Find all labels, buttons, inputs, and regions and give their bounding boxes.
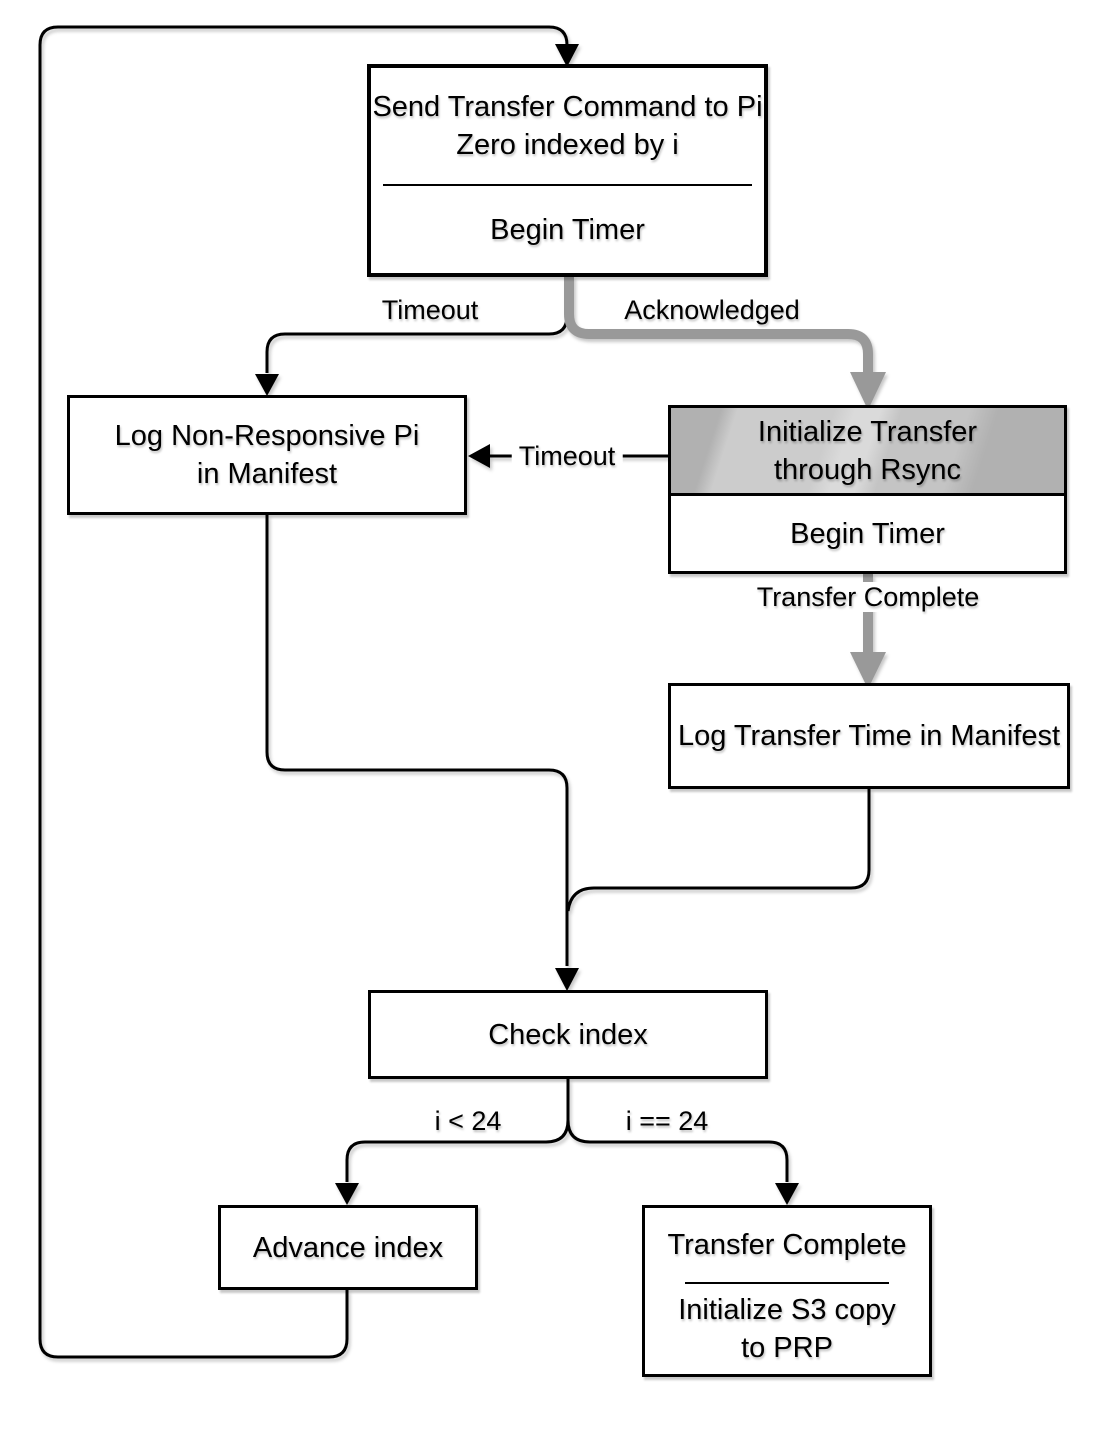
- edge-label-acknowledged: Acknowledged: [624, 295, 800, 325]
- node-advance-index: Advance index: [218, 1205, 478, 1290]
- edge-label-timeout-branch: Timeout: [381, 295, 479, 325]
- node-transfer-complete-title: Transfer Complete: [667, 1229, 907, 1261]
- node-transfer-complete-subtitle: Initialize S3 copy to PRP: [678, 1294, 896, 1364]
- node-log-transfer-time-title: Log Transfer Time in Manifest: [678, 720, 1060, 752]
- node-advance-index-title: Advance index: [252, 1231, 444, 1264]
- node-initialize-transfer-subtitle: Begin Timer: [790, 517, 945, 550]
- node-send-transfer-command-divider: [383, 184, 752, 186]
- edge-timeout-branch: [265, 280, 569, 373]
- node-check-index: Check index: [368, 990, 768, 1079]
- node-initialize-transfer: Initialize Transfer through Rsync Begin …: [668, 405, 1067, 574]
- edge-logtime-to-checkindex: [566, 789, 871, 912]
- edge-label-index-lt: i < 24: [434, 1106, 502, 1136]
- node-transfer-complete: Transfer Complete Initialize S3 copy to …: [642, 1205, 932, 1377]
- edge-label-index-eq: i == 24: [625, 1106, 709, 1136]
- node-initialize-transfer-title: Initialize Transfer through Rsync: [671, 408, 1064, 496]
- node-check-index-title: Check index: [488, 1018, 648, 1051]
- arrowhead-timeout-branch: [255, 374, 279, 396]
- edge-label-timeout-mid: Timeout: [511, 441, 623, 471]
- node-log-transfer-time: Log Transfer Time in Manifest: [668, 683, 1070, 789]
- node-send-transfer-command-title: Send Transfer Command to Pi Zero indexed…: [372, 91, 763, 161]
- node-send-transfer-command-subtitle: Begin Timer: [490, 213, 645, 246]
- node-transfer-complete-divider: [685, 1282, 889, 1284]
- arrowhead-checkindex: [555, 968, 579, 991]
- edge-lognonresponsive-to-checkindex: [265, 515, 569, 966]
- arrowhead-timeout-mid: [468, 444, 490, 468]
- edge-label-transfer-complete: Transfer Complete: [749, 582, 987, 612]
- node-send-transfer-command: Send Transfer Command to Pi Zero indexed…: [367, 64, 768, 277]
- node-log-nonresponsive: Log Non-Responsive Pi in Manifest: [67, 395, 467, 515]
- arrowhead-index-lt: [335, 1183, 359, 1205]
- arrowhead-index-eq: [775, 1183, 799, 1205]
- node-log-nonresponsive-title: Log Non-Responsive Pi in Manifest: [114, 420, 420, 490]
